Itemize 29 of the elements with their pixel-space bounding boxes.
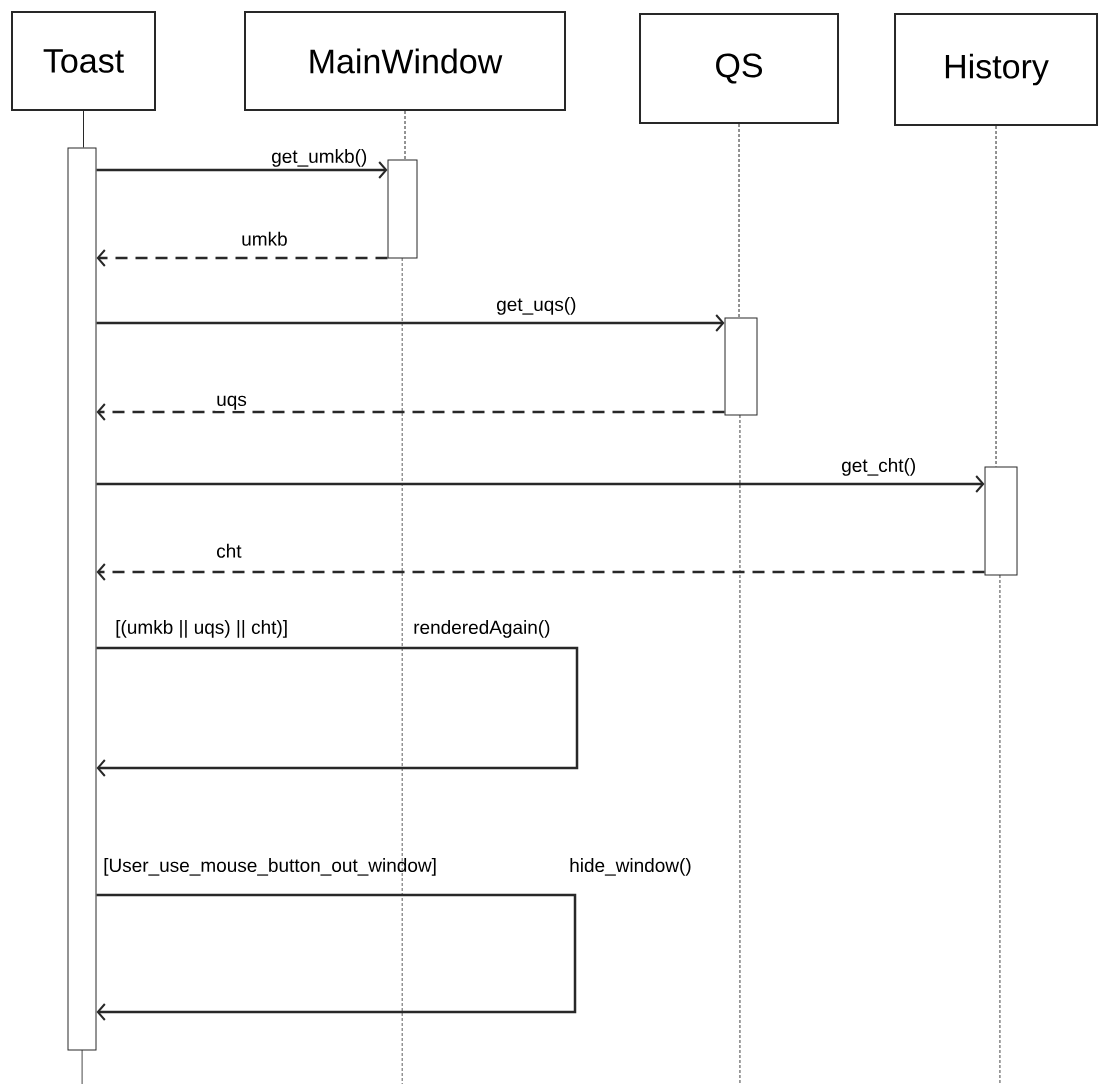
message-arrow	[96, 403, 725, 421]
participant-box: MainWindow	[244, 11, 566, 111]
activation-bar	[387, 159, 418, 259]
activation-bar	[984, 466, 1018, 576]
message-label: umkb	[242, 231, 287, 246]
guard-condition: [(umkb || uqs) || cht)]	[116, 620, 287, 638]
message-arrow	[96, 475, 985, 493]
message-arrow	[96, 893, 577, 1021]
activation-bar	[724, 317, 758, 416]
message-label: get_uqs()	[497, 297, 576, 315]
participant-box: History	[894, 13, 1098, 126]
message-label: uqs	[217, 395, 247, 410]
message-arrow	[96, 563, 985, 581]
message-arrow	[96, 646, 579, 777]
participant-box: Toast	[11, 11, 156, 111]
lifeline	[995, 125, 997, 467]
message-label: get_umkb()	[272, 149, 367, 167]
lifeline	[738, 123, 740, 318]
message-arrow	[96, 161, 388, 179]
message-label: get_cht()	[842, 458, 915, 476]
lifeline	[83, 110, 84, 148]
message-arrow	[96, 314, 725, 332]
lifeline	[404, 110, 406, 160]
activation-bar	[67, 147, 97, 1051]
message-arrow	[96, 249, 388, 267]
participant-box: QS	[639, 13, 839, 124]
message-label: renderedAgain()	[414, 620, 550, 638]
message-label: cht	[217, 543, 242, 558]
message-label: hide_window()	[570, 858, 691, 876]
